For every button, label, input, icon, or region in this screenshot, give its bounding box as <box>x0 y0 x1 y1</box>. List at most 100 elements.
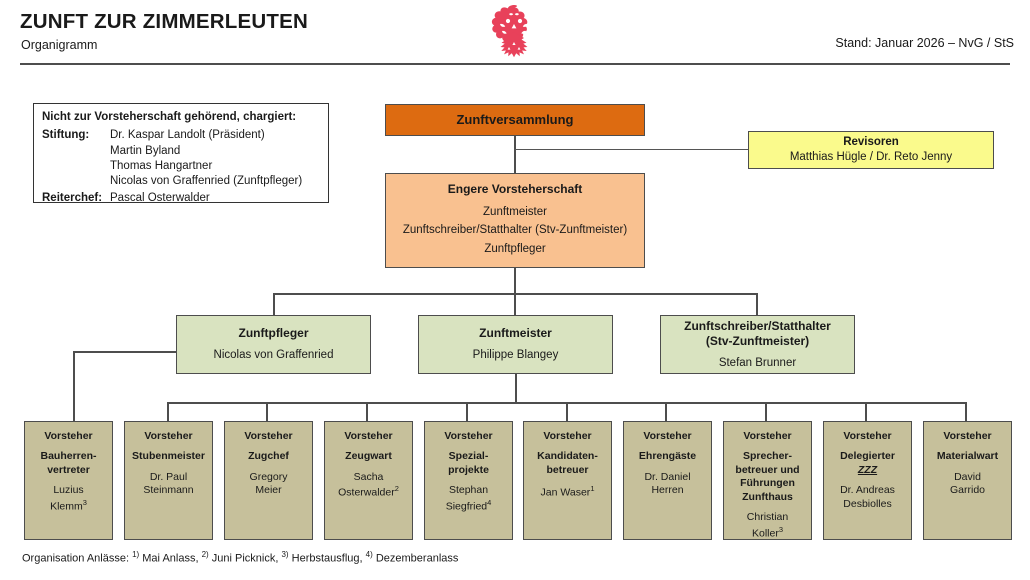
vorsteher-prefix: Vorsteher <box>643 430 692 442</box>
footnote-legend: Organisation Anlässe: 1) Mai Anlass, 2) … <box>22 550 458 565</box>
box-zunftpfleger[interactable]: Zunftpfleger Nicolas von Graffenried <box>176 315 371 374</box>
info-row-label: Reiterchef: <box>42 192 103 205</box>
vorsteher-role: Delegierter <box>840 450 895 463</box>
box-title: Zunftversammlung <box>456 111 574 127</box>
box-name: Nicolas von Graffenried <box>213 349 334 362</box>
box-zunftmeister[interactable]: Zunftmeister Philippe Blangey <box>418 315 613 374</box>
vorsteher-name-line2: Garrido <box>949 484 985 497</box>
info-row-values: Pascal Osterwalder <box>110 191 320 206</box>
vorsteher-name: Dr. Daniel <box>644 470 691 483</box>
box-line: Zunftmeister <box>483 205 547 218</box>
vorsteher-name: Luzius <box>53 484 84 497</box>
box-role: Zunftpfleger <box>238 325 309 340</box>
header-divider <box>20 63 1010 65</box>
footnote-marker: 4) <box>365 550 373 559</box>
page-title: ZUNFT ZUR ZIMMERLEUTEN <box>20 10 308 33</box>
footnote-text: Mai Anlass, <box>142 552 199 565</box>
connector-vorsteher-drop <box>366 402 368 421</box>
info-row-reiterchef: Reiterchef: Pascal Osterwalder <box>42 191 320 206</box>
page-subtitle: Organigramm <box>21 38 98 52</box>
box-vorsteher-kandidatenbetreuer[interactable]: Vorsteher Kandidaten- betreuer Jan Waser… <box>523 421 612 540</box>
vorsteher-prefix: Vorsteher <box>44 430 93 442</box>
box-members: Matthias Hügle / Dr. Reto Jenny <box>789 151 953 163</box>
footnote-marker: 3 <box>82 497 87 507</box>
vorsteher-name-line2: Herren <box>651 484 684 497</box>
vorsteher-name: David <box>954 470 981 483</box>
box-vorsteher-materialwart[interactable]: Vorsteher Materialwart David Garrido <box>923 421 1012 540</box>
vorsteher-prefix: Vorsteher <box>743 430 792 442</box>
box-vorsteher-zeugwart[interactable]: Vorsteher Zeugwart Sacha Osterwalder2 <box>324 421 413 540</box>
footnote-marker: 3) <box>281 550 289 559</box>
box-vorsteher-stubenmeister[interactable]: Vorsteher Stubenmeister Dr. Paul Steinma… <box>124 421 213 540</box>
footnote-marker: 3 <box>778 524 784 534</box>
footnote-text: Juni Picknick, <box>211 552 279 565</box>
vorsteher-name-line2: Koller3 <box>751 524 784 540</box>
box-name: Philippe Blangey <box>472 349 559 362</box>
box-revisoren[interactable]: Revisoren Matthias Hügle / Dr. Reto Jenn… <box>748 131 994 169</box>
revision-stamp: Stand: Januar 2026 – NvG / StS <box>835 36 1014 50</box>
vorsteher-name-line2: Meier <box>255 484 282 497</box>
vorsteher-role: Bauherren- <box>40 450 97 463</box>
info-row-label: Stiftung: <box>42 129 90 142</box>
heraldic-eagle-crest-icon <box>483 2 545 60</box>
vorsteher-prefix: Vorsteher <box>843 430 892 442</box>
vorsteher-role-b: vertreter <box>47 463 90 476</box>
box-vorsteher-ehrengaeste[interactable]: Vorsteher Ehrengäste Dr. Daniel Herren <box>623 421 712 540</box>
vorsteher-name: Gregory <box>249 470 288 483</box>
box-vorsteher-delegierter[interactable]: Vorsteher Delegierter ZZZ Dr. Andreas De… <box>823 421 912 540</box>
vorsteher-name: Dr. Paul <box>149 470 188 483</box>
box-zunftversammlung[interactable]: Zunftversammlung <box>385 104 645 136</box>
info-value: Dr. Kaspar Landolt (Präsident) <box>110 129 265 142</box>
info-value: Thomas Hangartner <box>110 159 213 172</box>
vorsteher-role: Zeugwart <box>345 450 392 463</box>
box-line: Zunftpfleger <box>484 243 546 256</box>
connector-vorsteher-drop <box>765 402 767 421</box>
vorsteher-role: Ehrengäste <box>638 450 697 463</box>
box-vorsteher-spezialprojekte[interactable]: Vorsteher Spezial- projekte Stephan Sieg… <box>424 421 513 540</box>
box-line: Zunftschreiber/Statthalter (Stv-Zunftmei… <box>402 224 628 237</box>
info-row-values: Dr. Kaspar Landolt (Präsident) Martin By… <box>110 128 320 189</box>
connector-vorsteher-drop <box>167 402 169 421</box>
connector-vorsteher-drop <box>266 402 268 421</box>
info-value: Nicolas von Graffenried (Zunftpfleger) <box>110 175 303 188</box>
vorsteher-role-b: betreuer und <box>735 463 800 476</box>
connector-zunftpfleger-left-drop <box>73 351 75 421</box>
footnote-marker: 1 <box>590 484 595 494</box>
vorsteher-name-line2: Klemm3 <box>50 497 87 513</box>
vorsteher-role: Spezial- <box>448 450 489 463</box>
box-zunftschreiber-statthalter[interactable]: Zunftschreiber/Statthalter (Stv-Zunftmei… <box>660 315 855 374</box>
footnote-marker: 2) <box>201 550 209 559</box>
box-vorsteher-bauherrenvertreter[interactable]: Vorsteher Bauherren- vertreter Luzius Kl… <box>24 421 113 540</box>
vorsteher-prefix: Vorsteher <box>444 430 493 442</box>
vorsteher-prefix: Vorsteher <box>543 430 592 442</box>
connector-zunftmeister-drop <box>515 374 517 403</box>
box-role-sub: (Stv-Zunftmeister) <box>705 334 810 349</box>
connector-vorsteher-drop <box>566 402 568 421</box>
connector-exec-drop <box>514 268 516 294</box>
footnote-prefix: Organisation Anlässe: <box>22 552 130 565</box>
vorsteher-role: Sprecher- <box>742 450 793 463</box>
box-role: Zunftmeister <box>479 325 552 340</box>
box-name: Stefan Brunner <box>718 356 797 369</box>
footnote-marker: 4 <box>487 497 492 507</box>
vorsteher-name: Stephan <box>448 484 489 497</box>
footnote-text: Dezemberanlass <box>375 552 459 565</box>
box-vorsteher-zugchef[interactable]: Vorsteher Zugchef Gregory Meier <box>224 421 313 540</box>
vorsteher-name: Christian <box>746 511 789 524</box>
box-engere-vorsteherschaft[interactable]: Engere Vorsteherschaft Zunftmeister Zunf… <box>385 173 645 268</box>
box-vorsteher-sprecherbetreuer[interactable]: Vorsteher Sprecher- betreuer und Führung… <box>723 421 812 540</box>
footnote-marker: 2 <box>394 484 399 494</box>
vorsteher-name: Sacha <box>353 470 384 483</box>
connector-zunftpfleger-left-stub <box>73 351 177 353</box>
connector-assembly-to-revisoren <box>514 149 748 151</box>
vorsteher-prefix: Vorsteher <box>244 430 293 442</box>
vorsteher-role-b: projekte <box>448 463 489 476</box>
vorsteher-prefix: Vorsteher <box>144 430 193 442</box>
box-role: Zunftschreiber/Statthalter <box>684 318 831 333</box>
info-row-stiftung: Stiftung: Dr. Kaspar Landolt (Präsident)… <box>42 128 320 189</box>
vorsteher-name-line2: Osterwalder2 <box>338 484 399 499</box>
footnote-text: Herbstausflug, <box>291 552 363 565</box>
info-value: Martin Byland <box>110 144 181 157</box>
connector-to-zunftpfleger <box>273 293 275 315</box>
chargiert-info-box: Nicht zur Vorsteherschaft gehörend, char… <box>33 103 329 206</box>
